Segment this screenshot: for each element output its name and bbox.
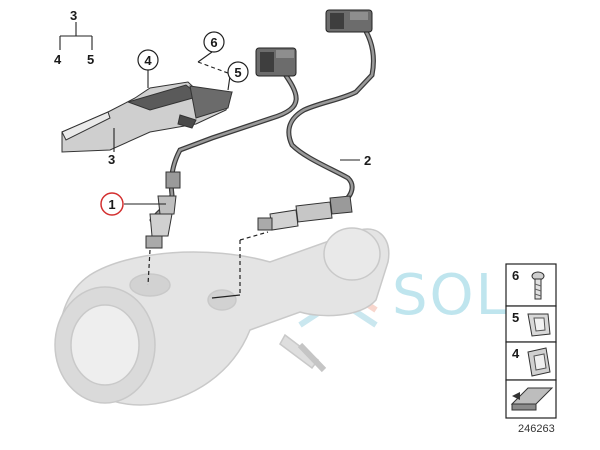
legend-label-1: 6 — [512, 268, 519, 283]
watermark-text: SOL — [392, 263, 509, 328]
mounting-plate-icon — [510, 387, 554, 411]
callout-5-tree: 5 — [87, 52, 94, 67]
spring-nut-icon — [527, 347, 551, 377]
bolt-icon — [531, 271, 545, 300]
legend-label-2: 5 — [512, 310, 519, 325]
legend-box-1 — [505, 263, 557, 307]
probe-sensor-2 — [257, 195, 353, 231]
callout-circle-5 — [227, 61, 249, 83]
callout-2: 2 — [364, 153, 371, 168]
probe-sensor-1 — [145, 171, 181, 249]
callouts: 3 4 5 4 6 5 3 2 1 — [54, 8, 371, 216]
callout-3-top: 3 — [70, 8, 77, 23]
catalytic-converter-ghost — [54, 227, 390, 406]
diagram-number: 246263 — [518, 423, 555, 435]
callout-circle-6 — [203, 31, 225, 53]
callout-5-label: 5 — [234, 65, 241, 80]
callout-6-label: 6 — [210, 35, 217, 50]
oxygen-sensor-1 — [145, 47, 299, 249]
callout-3-bottom: 3 — [108, 152, 115, 167]
callout-1-label: 1 — [108, 197, 115, 212]
oxygen-sensor-2 — [257, 9, 376, 231]
callout-4-tree: 4 — [54, 52, 62, 67]
legend-label-3: 4 — [512, 346, 520, 361]
clip-icon — [527, 313, 551, 337]
legend-panel: 6 5 4 246263 — [505, 263, 557, 435]
connector-sensor-2 — [325, 9, 373, 33]
connector-sensor-1 — [255, 47, 297, 77]
callout-circle-4 — [137, 49, 159, 71]
callout-4-label: 4 — [144, 53, 152, 68]
bracket-part — [61, 81, 233, 153]
callout-circle-1-highlight — [100, 192, 124, 216]
mounting-guides — [147, 231, 269, 299]
